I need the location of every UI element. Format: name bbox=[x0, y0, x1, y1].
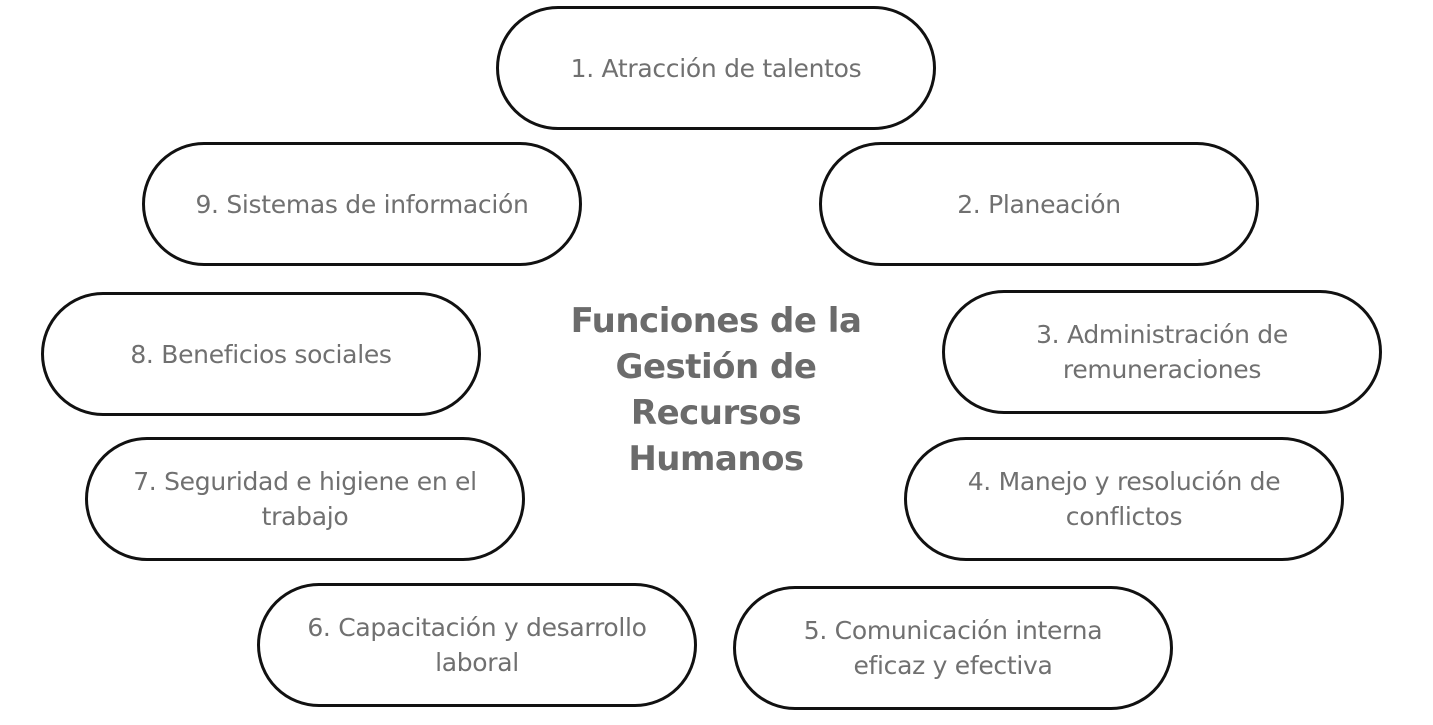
node-label: 4. Manejo y resolución de conflictos bbox=[967, 467, 1281, 531]
center-title-line-4: Humanos bbox=[628, 439, 804, 479]
node-comunicacion-interna: 5. Comunicación interna eficaz y efectiv… bbox=[733, 586, 1173, 710]
node-sistemas-de-informacion: 9. Sistemas de información bbox=[142, 142, 582, 266]
node-label: 2. Planeación bbox=[957, 189, 1121, 219]
node-seguridad-e-higiene: 7. Seguridad e higiene en el trabajo bbox=[85, 437, 525, 561]
node-label: 7. Seguridad e higiene en el trabajo bbox=[133, 467, 477, 531]
center-title-line-3: Recursos bbox=[630, 393, 802, 433]
node-label: 9. Sistemas de información bbox=[195, 189, 529, 219]
node-capacitacion-y-desarrollo: 6. Capacitación y desarrollo laboral bbox=[257, 583, 697, 707]
node-manejo-y-resolucion-de-conflictos: 4. Manejo y resolución de conflictos bbox=[904, 437, 1344, 561]
node-label: 1. Atracción de talentos bbox=[570, 53, 862, 83]
node-beneficios-sociales: 8. Beneficios sociales bbox=[41, 292, 481, 416]
node-administracion-de-remuneraciones: 3. Administración de remuneraciones bbox=[942, 290, 1382, 414]
node-label: 5. Comunicación interna eficaz y efectiv… bbox=[803, 616, 1103, 680]
center-title: Funciones de la Gestión de Recursos Huma… bbox=[548, 298, 884, 482]
node-planeacion: 2. Planeación bbox=[819, 142, 1259, 266]
node-label: 6. Capacitación y desarrollo laboral bbox=[307, 613, 647, 677]
center-title-line-1: Funciones de la bbox=[570, 301, 862, 341]
center-title-line-2: Gestión de bbox=[615, 347, 817, 387]
node-label: 3. Administración de remuneraciones bbox=[1036, 320, 1288, 384]
node-label: 8. Beneficios sociales bbox=[130, 339, 392, 369]
node-atraccion-de-talentos: 1. Atracción de talentos bbox=[496, 6, 936, 130]
